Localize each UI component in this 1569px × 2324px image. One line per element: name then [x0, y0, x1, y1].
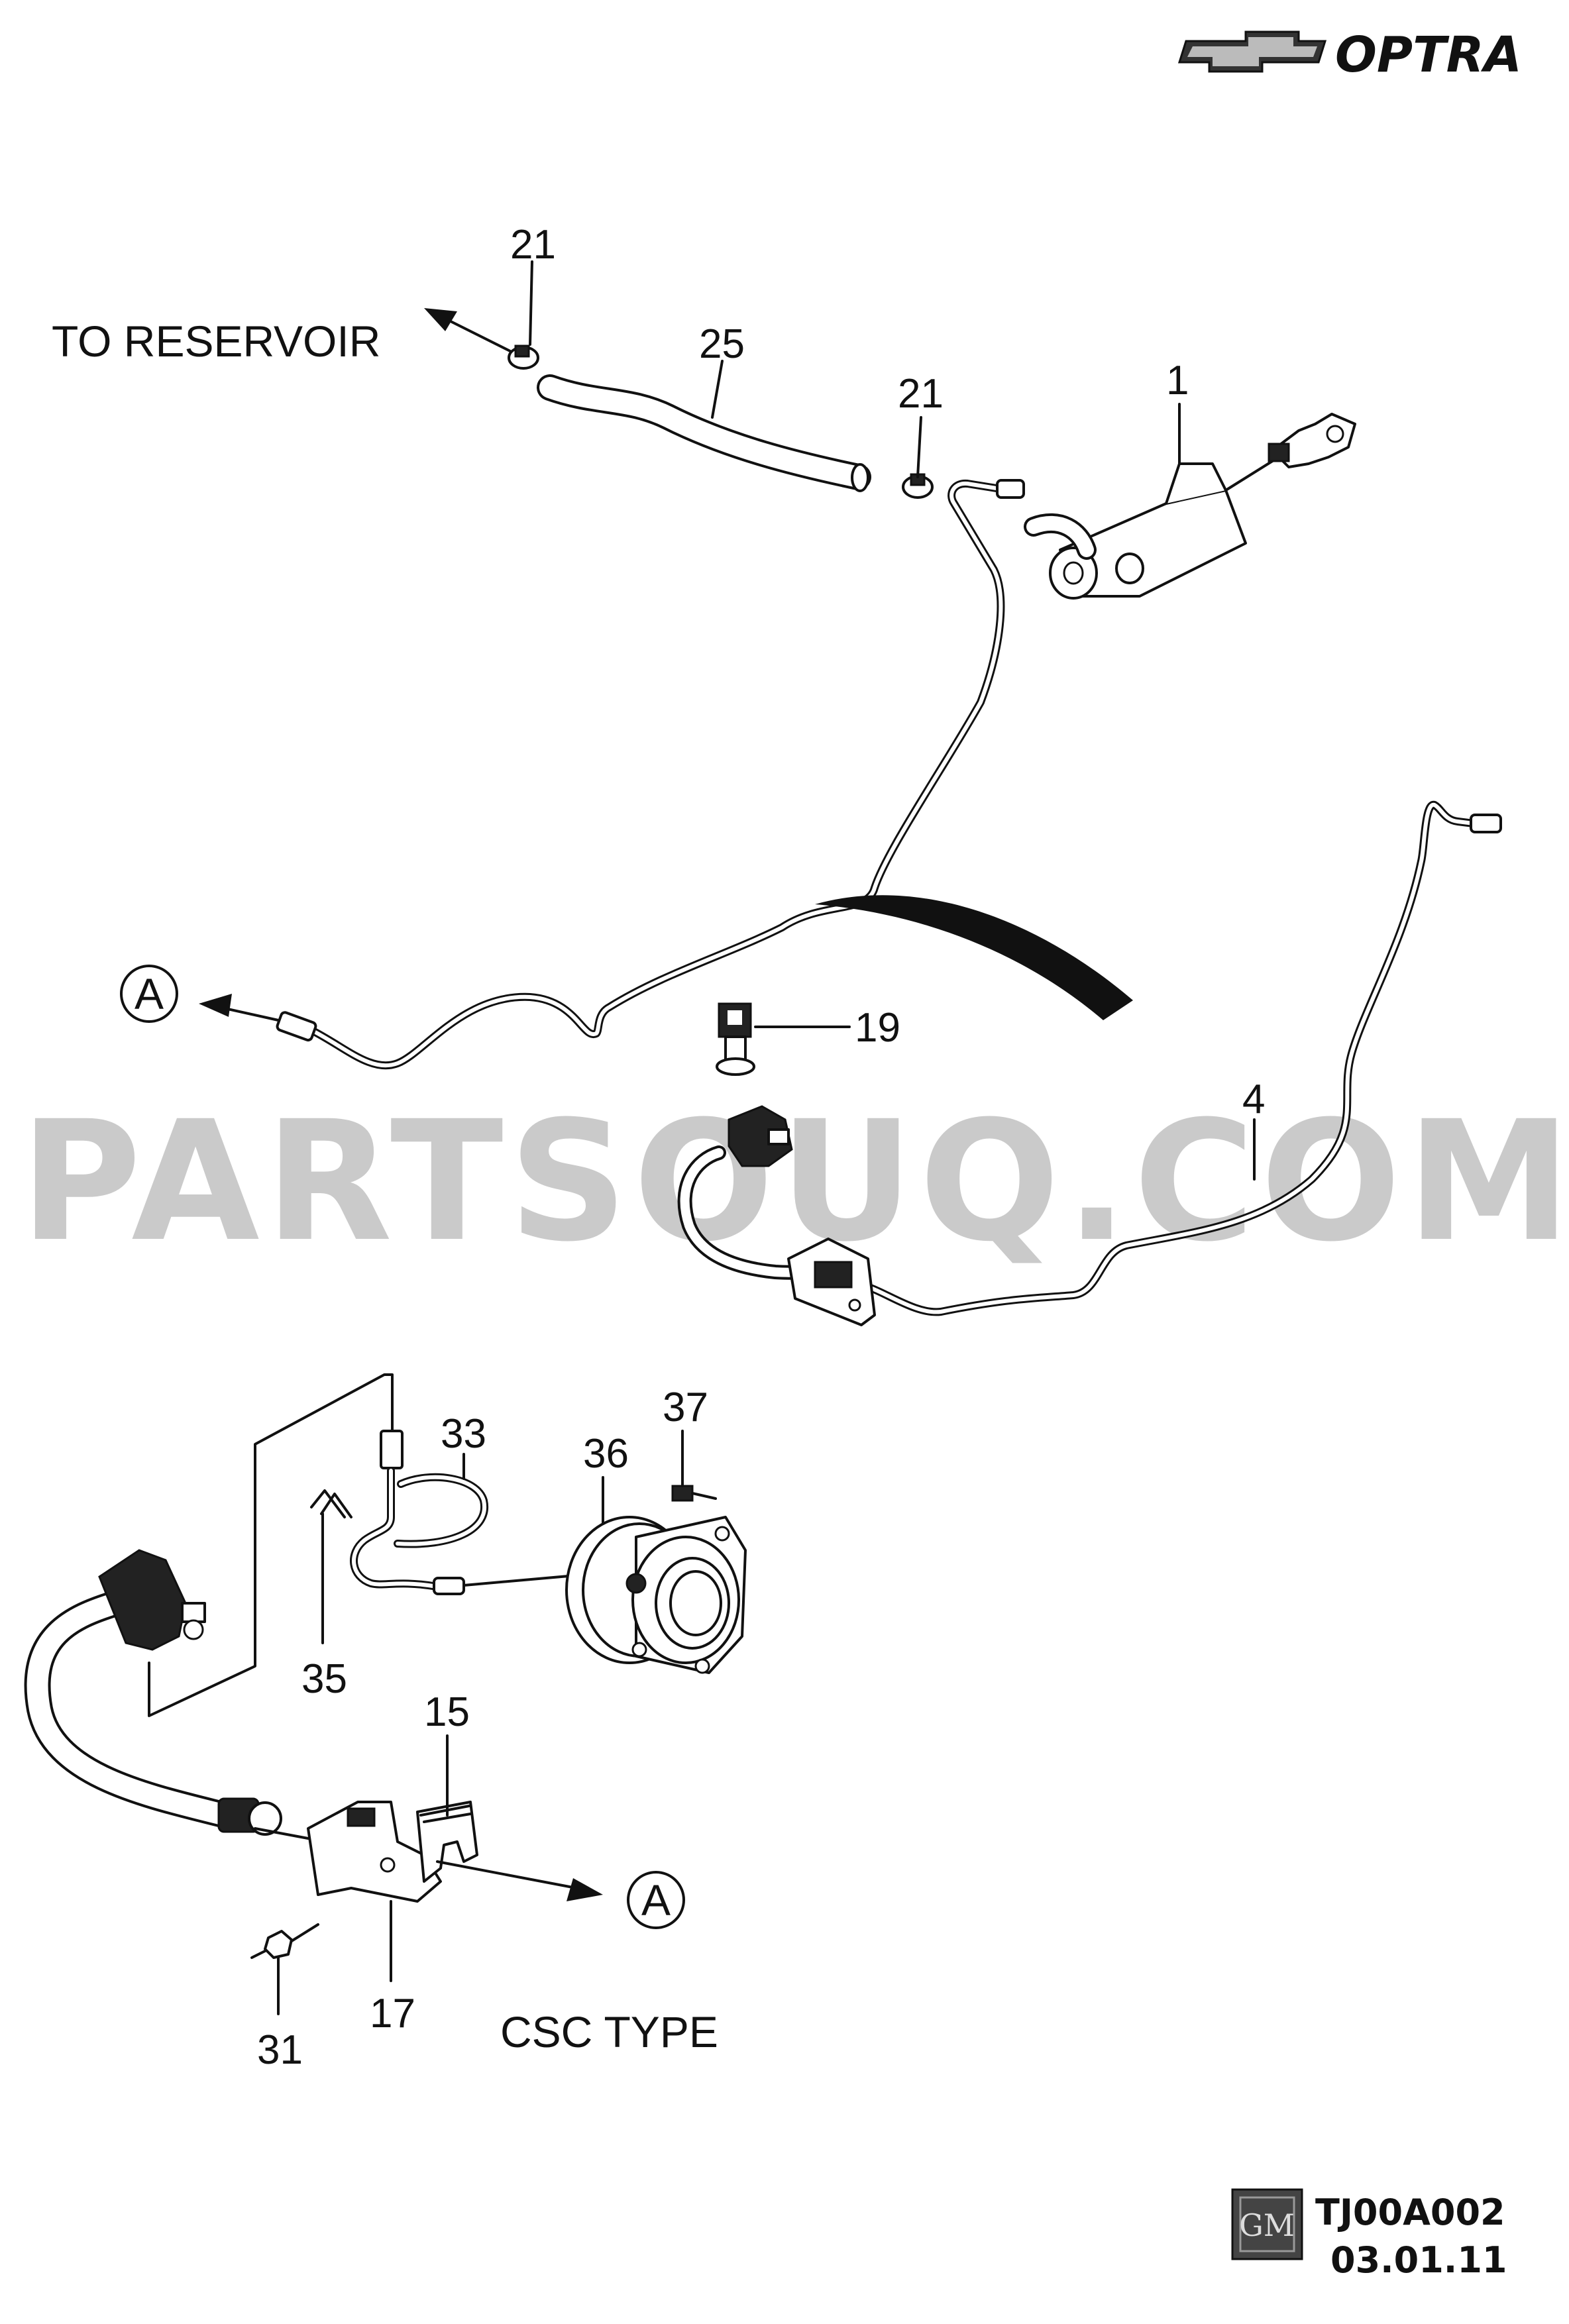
brand-title: OPTRA — [1335, 26, 1522, 83]
callout-1: 1 — [1166, 358, 1189, 403]
flexible-hose-middle — [677, 1105, 876, 1326]
csc-type-label: CSC TYPE — [500, 2007, 718, 2056]
svg-text:A: A — [135, 969, 164, 1018]
clutch-pipe-right — [857, 801, 1502, 1316]
callout-21-right: 21 — [898, 371, 944, 417]
continuation-arrow — [815, 895, 1133, 1020]
callout-15: 15 — [424, 1689, 470, 1735]
flexible-hose-lower — [24, 1549, 282, 1836]
nut — [250, 1923, 319, 1959]
csc-pipe — [350, 1430, 637, 1595]
retaining-clip — [310, 1489, 352, 1518]
svg-text:GM: GM — [1239, 2207, 1295, 2243]
callout-31: 31 — [257, 2027, 303, 2073]
connector-a-lower: A — [627, 1871, 685, 1929]
hose-clip — [416, 1801, 478, 1883]
to-reservoir-arrow — [424, 308, 512, 352]
chevrolet-bowtie-icon — [1177, 30, 1327, 73]
assembly-guide-lines — [148, 1373, 394, 1717]
drawing-date: 03.01.11 — [1330, 2239, 1507, 2281]
to-reservoir-label: TO RESERVOIR — [52, 317, 380, 366]
watermark: PARTSOUQ.COM — [20, 1085, 1569, 1278]
pipe-fitting-left — [276, 1011, 317, 1042]
flow-arrow-upper-a — [199, 994, 280, 1022]
callout-21-top: 21 — [510, 222, 556, 268]
callout-19: 19 — [855, 1005, 900, 1051]
hose-clamp-upper — [508, 344, 539, 370]
reservoir-hose — [537, 374, 871, 492]
gm-logo-icon: GM — [1231, 2188, 1303, 2260]
callout-25: 25 — [699, 321, 745, 367]
callout-35: 35 — [301, 1656, 347, 1702]
hose-bracket — [254, 1801, 442, 1903]
mounting-bolt — [671, 1485, 717, 1502]
drawing-code: TJ00A002 — [1315, 2192, 1505, 2233]
flow-arrow-lower-a — [436, 1860, 603, 1901]
pipe-clip — [716, 1002, 755, 1076]
callout-36: 36 — [583, 1431, 629, 1477]
connector-a-upper: A — [120, 965, 178, 1023]
clutch-master-cylinder — [307, 413, 1356, 1070]
svg-text:A: A — [641, 1875, 671, 1925]
callout-4: 4 — [1242, 1077, 1265, 1122]
callout-17: 17 — [370, 1991, 415, 2036]
callout-37: 37 — [663, 1385, 708, 1430]
callout-33: 33 — [441, 1411, 486, 1457]
leader-lines — [277, 260, 1256, 2015]
concentric-slave-cylinder — [565, 1516, 747, 1674]
